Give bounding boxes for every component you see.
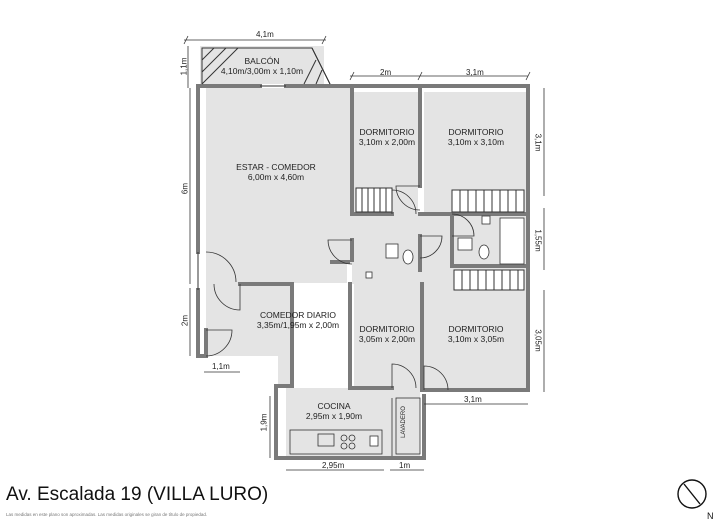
dorm3-name: DORMITORIO xyxy=(359,324,415,334)
toilet-room-sink xyxy=(385,243,399,259)
north-arrow-circle xyxy=(677,479,707,509)
hall-fixture xyxy=(365,271,373,279)
cocina-label: COCINA 2,95m x 1,90m xyxy=(296,401,372,421)
dim-right-bath: 1,55m xyxy=(533,229,543,252)
dim-left-estar: 6m xyxy=(180,182,190,195)
balcony-hatch-6 xyxy=(315,69,323,85)
cocina-name: COCINA xyxy=(317,401,351,411)
door-left-window xyxy=(205,251,237,283)
north-arrow-icon xyxy=(677,479,707,509)
estar-name: ESTAR - COMEDOR xyxy=(236,162,316,172)
cocina-floor xyxy=(286,388,420,458)
door-dorm3 xyxy=(391,363,417,389)
dorm2-name: DORMITORIO xyxy=(448,127,504,137)
dorm3-label: DORMITORIO 3,05m x 2,00m xyxy=(354,324,420,344)
windows xyxy=(197,85,286,290)
dim-left-comedor: 2m xyxy=(180,314,190,327)
dorm1-size: 3,10m x 2,00m xyxy=(358,137,416,147)
dim-top-dorm2: 3,1m xyxy=(466,68,484,77)
outer-wall-left-lower xyxy=(196,288,208,358)
outer-wall-left xyxy=(196,84,262,254)
closet-dorm4 xyxy=(453,269,525,291)
comedor-lower-wall xyxy=(238,282,426,460)
dim-tick-5 xyxy=(525,71,531,81)
outer-wall-right-lower xyxy=(422,266,530,392)
dorm2-label: DORMITORIO 3,10m x 3,10m xyxy=(430,127,522,147)
dorm4-label: DORMITORIO 3,10m x 3,05m xyxy=(430,324,522,344)
balcon-size: 4,10m/3,00m x 1,10m xyxy=(220,66,304,76)
dim-below-dorm4: 3,1m xyxy=(464,395,482,404)
balcon-name: BALCÓN xyxy=(244,56,280,66)
balcony-hatch-4 xyxy=(311,47,331,85)
dorm3-size: 3,05m x 2,00m xyxy=(358,334,416,344)
estar-floor xyxy=(198,88,352,385)
address-title: Av. Escalada 19 (VILLA LURO) xyxy=(6,484,269,505)
burner-2 xyxy=(348,434,356,442)
lavadero-area xyxy=(395,397,421,455)
dim-bottom-lavadero: 1m xyxy=(399,461,411,470)
estar-size: 6,00m x 4,60m xyxy=(247,172,305,182)
dorm1-label: DORMITORIO 3,10m x 2,00m xyxy=(354,127,420,147)
dim-top-balcony: 4,1m xyxy=(256,30,274,39)
dimension-lines xyxy=(183,35,545,471)
closets xyxy=(355,187,525,291)
door-dorm4 xyxy=(423,365,449,391)
door-hall xyxy=(327,239,353,265)
door-toilet-room xyxy=(419,235,443,259)
bath-bidet xyxy=(481,215,491,225)
kitchen-sink xyxy=(317,433,335,447)
north-arrow-needle xyxy=(683,483,701,505)
balcony-hatch-3 xyxy=(201,47,239,85)
dim-tick-2 xyxy=(321,35,327,45)
dorm4-name: DORMITORIO xyxy=(448,324,504,334)
estar-label: ESTAR - COMEDOR 6,00m x 4,60m xyxy=(220,162,332,182)
north-label: N xyxy=(707,511,714,521)
dorm4-size: 3,10m x 3,05m xyxy=(447,334,505,344)
door-dorm2 xyxy=(395,185,421,211)
comedor-diario-size: 3,35m/1,95m x 2,00m xyxy=(256,320,340,330)
door-comedor xyxy=(213,283,241,311)
dim-bottom-step: 1,1m xyxy=(212,362,230,371)
dim-left-balcony: 1,1m xyxy=(179,57,189,76)
bath-toilet xyxy=(478,244,490,260)
disclaimer-text: Las medidas en este plano son aproximada… xyxy=(6,512,208,517)
balcony-hatch-1 xyxy=(201,47,215,61)
dorm1-left-wall xyxy=(350,86,394,216)
closet-dorm2 xyxy=(451,189,525,213)
fixtures xyxy=(365,215,525,279)
kitchen-appliance xyxy=(369,435,379,447)
kitchen-counter xyxy=(289,429,383,455)
dim-left-cocina: 1,9m xyxy=(259,413,269,432)
burner-4 xyxy=(348,442,356,450)
balcony-outline xyxy=(201,47,331,85)
kitchen xyxy=(289,397,421,456)
dorm2-size: 3,10m x 3,10m xyxy=(447,137,505,147)
balcony-hatch-2 xyxy=(201,47,227,73)
dim-tick-3 xyxy=(349,71,355,81)
balcon-label: BALCÓN 4,10m/3,00m x 1,10m xyxy=(206,56,318,76)
comedor-diario-label: COMEDOR DIARIO 3,35m/1,95m x 2,00m xyxy=(246,310,350,330)
burner-1 xyxy=(340,434,348,442)
burner-3 xyxy=(340,442,348,450)
balcony-hatch-5 xyxy=(303,59,317,85)
bath-sink xyxy=(457,237,473,251)
dim-bottom-cocina: 2,95m xyxy=(322,461,345,470)
dorm1-name: DORMITORIO xyxy=(359,127,415,137)
door-entry xyxy=(205,329,233,357)
dim-top-dorm1: 2m xyxy=(380,68,392,77)
dim-tick-4 xyxy=(417,71,423,81)
dim-right-dorm2: 3,1m xyxy=(533,133,543,152)
dim-tick-1 xyxy=(183,35,189,45)
cocina-size: 2,95m x 1,90m xyxy=(305,411,363,421)
lavadero-label: LAVADERO xyxy=(401,406,407,438)
door-bath xyxy=(451,213,475,237)
walls xyxy=(196,84,530,460)
toilet-room-toilet xyxy=(402,249,414,265)
comedor-diario-name: COMEDOR DIARIO xyxy=(259,310,337,320)
bathtub xyxy=(499,217,525,265)
doors xyxy=(205,185,475,391)
dim-right-dorm4: 3,05m xyxy=(533,329,543,352)
outer-wall-top xyxy=(284,84,530,216)
